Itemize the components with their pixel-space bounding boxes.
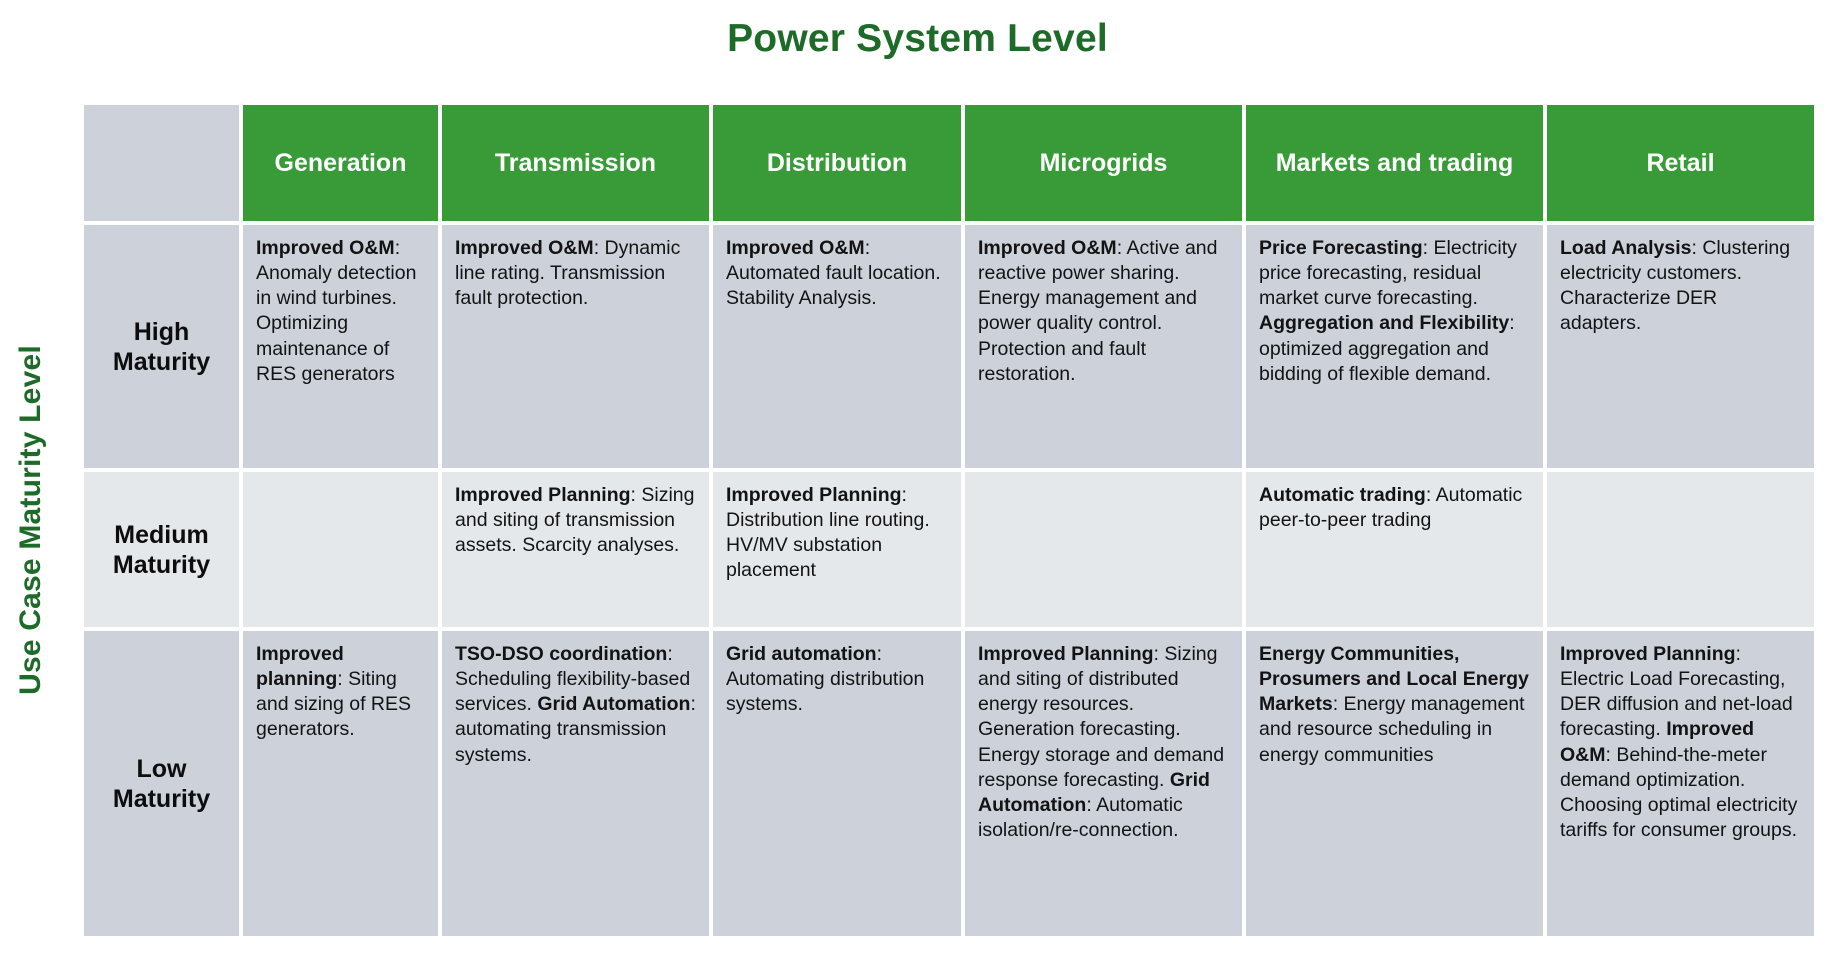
matrix-header-row: Generation Transmission Distribution Mic…	[84, 105, 1814, 221]
cell-low-distribution: Grid automation: Automating distribution…	[713, 631, 961, 936]
cell-medium-transmission: Improved Planning: Sizing and siting of …	[442, 472, 709, 627]
header-corner-cell	[84, 105, 239, 221]
matrix-row-medium-maturity: Medium Maturity Improved Planning: Sizin…	[84, 472, 1814, 627]
column-header-generation: Generation	[243, 105, 438, 221]
column-header-distribution: Distribution	[713, 105, 961, 221]
cell-medium-markets-and-trading: Automatic trading: Automatic peer-to-pee…	[1246, 472, 1543, 627]
column-header-markets-and-trading: Markets and trading	[1246, 105, 1543, 221]
row-label-high-maturity: High Maturity	[84, 225, 239, 468]
maturity-matrix: Generation Transmission Distribution Mic…	[84, 105, 1814, 940]
cell-low-generation: Improved planning: Siting and sizing of …	[243, 631, 438, 936]
column-header-microgrids: Microgrids	[965, 105, 1242, 221]
cell-high-retail: Load Analysis: Clustering electricity cu…	[1547, 225, 1814, 468]
vertical-axis-label: Use Case Maturity Level	[0, 105, 62, 935]
row-label-medium-maturity: Medium Maturity	[84, 472, 239, 627]
column-header-retail: Retail	[1547, 105, 1814, 221]
page-title: Power System Level	[727, 17, 1108, 60]
cell-medium-distribution: Improved Planning: Distribution line rou…	[713, 472, 961, 627]
cell-high-microgrids: Improved O&M: Active and reactive power …	[965, 225, 1242, 468]
cell-low-microgrids: Improved Planning: Sizing and siting of …	[965, 631, 1242, 936]
cell-high-generation: Improved O&M: Anomaly detection in wind …	[243, 225, 438, 468]
cell-high-markets-and-trading: Price Forecasting: Electricity price for…	[1246, 225, 1543, 468]
cell-low-transmission: TSO-DSO coordination: Scheduling flexibi…	[442, 631, 709, 936]
cell-medium-retail	[1547, 472, 1814, 627]
cell-low-markets-and-trading: Energy Communities, Prosumers and Local …	[1246, 631, 1543, 936]
cell-high-distribution: Improved O&M: Automated fault location. …	[713, 225, 961, 468]
matrix-row-high-maturity: High Maturity Improved O&M: Anomaly dete…	[84, 225, 1814, 468]
vertical-axis-label-text: Use Case Maturity Level	[14, 345, 47, 695]
row-label-low-maturity: Low Maturity	[84, 631, 239, 936]
cell-medium-microgrids	[965, 472, 1242, 627]
cell-low-retail: Improved Planning: Electric Load Forecas…	[1547, 631, 1814, 936]
column-header-transmission: Transmission	[442, 105, 709, 221]
cell-medium-generation	[243, 472, 438, 627]
cell-high-transmission: Improved O&M: Dynamic line rating. Trans…	[442, 225, 709, 468]
matrix-row-low-maturity: Low Maturity Improved planning: Siting a…	[84, 631, 1814, 936]
